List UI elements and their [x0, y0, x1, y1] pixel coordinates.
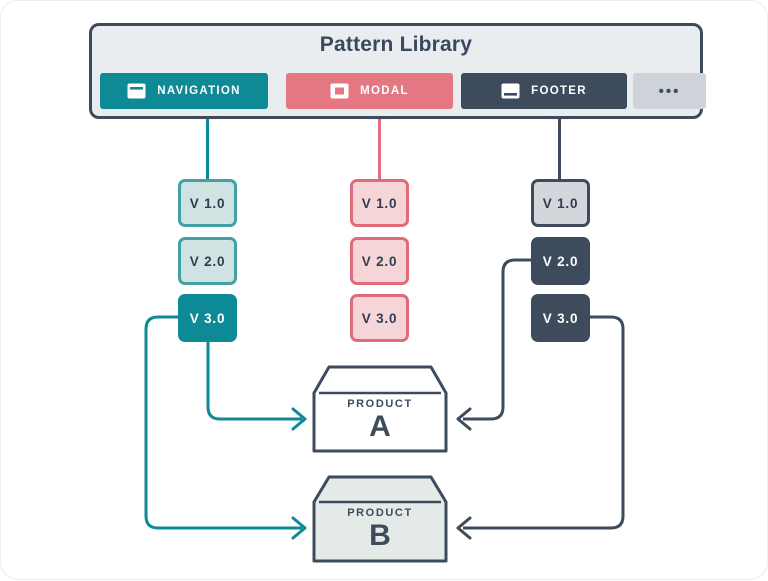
connector-nav-v3-to-product-b: [144, 315, 302, 530]
modal-version-chip-v2: V 2.0: [350, 237, 409, 285]
footer-icon: [501, 83, 520, 99]
footer-version-chip-v2: V 2.0: [531, 237, 590, 285]
connector-footer-v3-to-product-b: [463, 315, 625, 530]
product-a-letter: A: [369, 410, 391, 443]
arrowhead-product-b-right: [456, 516, 472, 540]
modal-button[interactable]: MODAL: [286, 73, 453, 109]
product-a-kicker: PRODUCT: [347, 398, 413, 410]
navigation-button-label: NAVIGATION: [157, 85, 241, 97]
connector-footer-v2-to-product-a: [463, 258, 531, 421]
product-b-letter: B: [369, 519, 391, 552]
nav-version-chip-v1: V 1.0: [178, 179, 237, 227]
arrowhead-product-a-right: [456, 407, 472, 431]
footer-version-chip-v1: V 1.0: [531, 179, 590, 227]
product-b-kicker: PRODUCT: [347, 507, 413, 519]
product-a-box: [312, 365, 448, 453]
pattern-library-panel: Pattern Library NAVIGATION: [89, 23, 706, 119]
footer-version-chip-v3: V 3.0: [531, 294, 590, 342]
arrowhead-product-a-left: [291, 407, 307, 431]
modal-icon: [330, 83, 349, 99]
product-b-box: [312, 475, 448, 563]
modal-version-chip-v1: V 1.0: [350, 179, 409, 227]
navigation-button[interactable]: NAVIGATION: [100, 73, 268, 109]
footer-button-label: FOOTER: [531, 85, 587, 97]
arrowhead-product-b-left: [291, 516, 307, 540]
connector-nav-v3-to-product-a: [206, 341, 302, 421]
pattern-button-row: NAVIGATION MODAL FOOTE: [100, 73, 706, 109]
modal-button-label: MODAL: [360, 85, 409, 97]
product-a-label: PRODUCT A: [314, 398, 446, 443]
footer-button[interactable]: FOOTER: [461, 73, 627, 109]
panel-title: Pattern Library: [319, 33, 473, 56]
product-b-label: PRODUCT B: [314, 507, 446, 552]
more-patterns-button[interactable]: •••: [633, 73, 706, 109]
ellipsis-icon: •••: [658, 82, 681, 100]
modal-version-chip-v3: V 3.0: [350, 294, 409, 342]
nav-version-chip-v3: V 3.0: [178, 294, 237, 342]
nav-version-chip-v2: V 2.0: [178, 237, 237, 285]
window-icon: [127, 83, 146, 99]
